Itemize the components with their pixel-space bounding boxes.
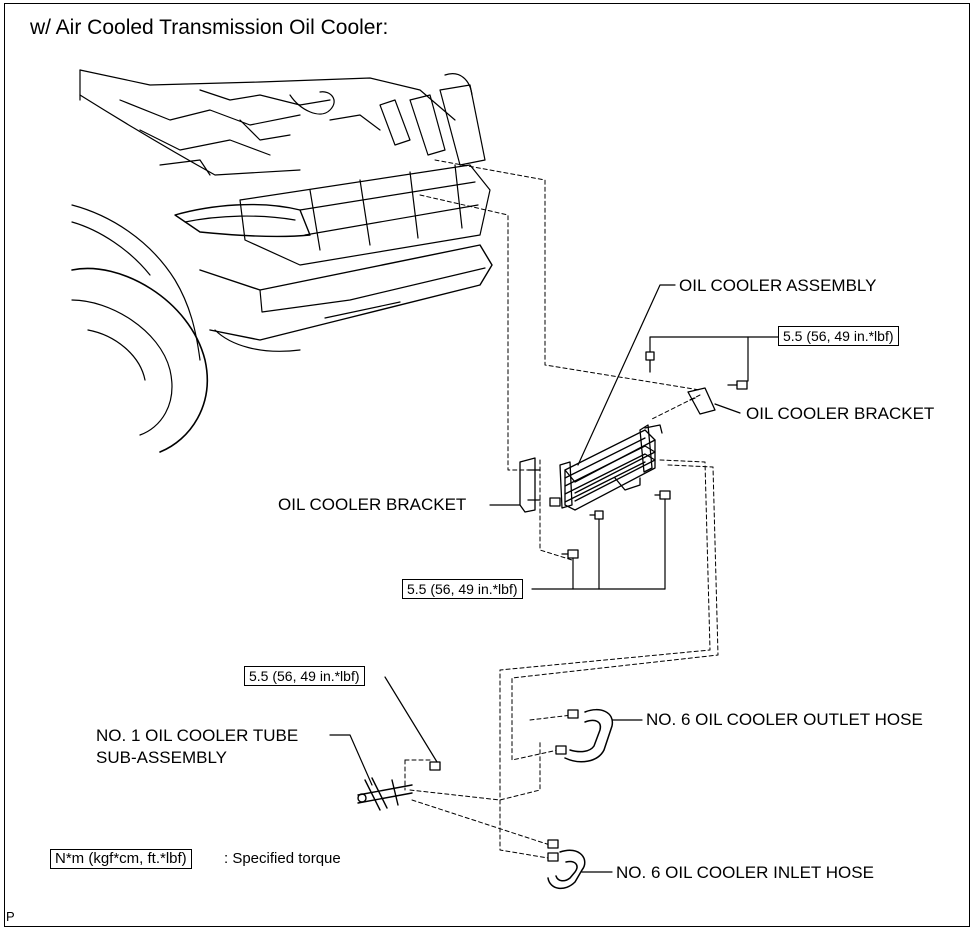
label-tube-line2: SUB-ASSEMBLY <box>96 748 228 767</box>
legend-key-box: N*m (kgf*cm, ft.*lbf) <box>50 849 192 869</box>
torque-spec-upper: 5.5 (56, 49 in.*lbf) <box>778 326 899 346</box>
label-tube-line1: NO. 1 OIL COOLER TUBE <box>96 726 299 745</box>
bolts <box>429 351 748 862</box>
torque-spec-middle: 5.5 (56, 49 in.*lbf) <box>402 579 523 599</box>
label-outlet-hose: NO. 6 OIL COOLER OUTLET HOSE <box>646 710 923 729</box>
oil-cooler-bracket-left-shape <box>519 457 541 513</box>
leader-lines <box>329 284 779 873</box>
label-oil-cooler-bracket-left: OIL COOLER BRACKET <box>278 495 467 514</box>
legend-description: : Specified torque <box>224 850 341 867</box>
corner-mark: P <box>6 909 15 924</box>
diagram-frame <box>4 3 970 927</box>
label-oil-cooler-assembly: OIL COOLER ASSEMBLY <box>679 276 877 295</box>
inlet-hose-shape <box>547 849 586 890</box>
alignment-lines <box>404 159 719 859</box>
oil-cooler-bracket-right-shape <box>687 387 716 415</box>
outlet-hose-shape <box>564 708 614 763</box>
oil-cooler-core <box>559 424 663 511</box>
vehicle-front <box>71 69 493 453</box>
torque-spec-lower: 5.5 (56, 49 in.*lbf) <box>244 666 365 686</box>
oil-cooler-tube-shape <box>357 777 413 811</box>
label-inlet-hose: NO. 6 OIL COOLER INLET HOSE <box>616 863 874 882</box>
label-oil-cooler-bracket-right: OIL COOLER BRACKET <box>746 404 935 423</box>
diagram-title: w/ Air Cooled Transmission Oil Cooler: <box>30 16 389 39</box>
